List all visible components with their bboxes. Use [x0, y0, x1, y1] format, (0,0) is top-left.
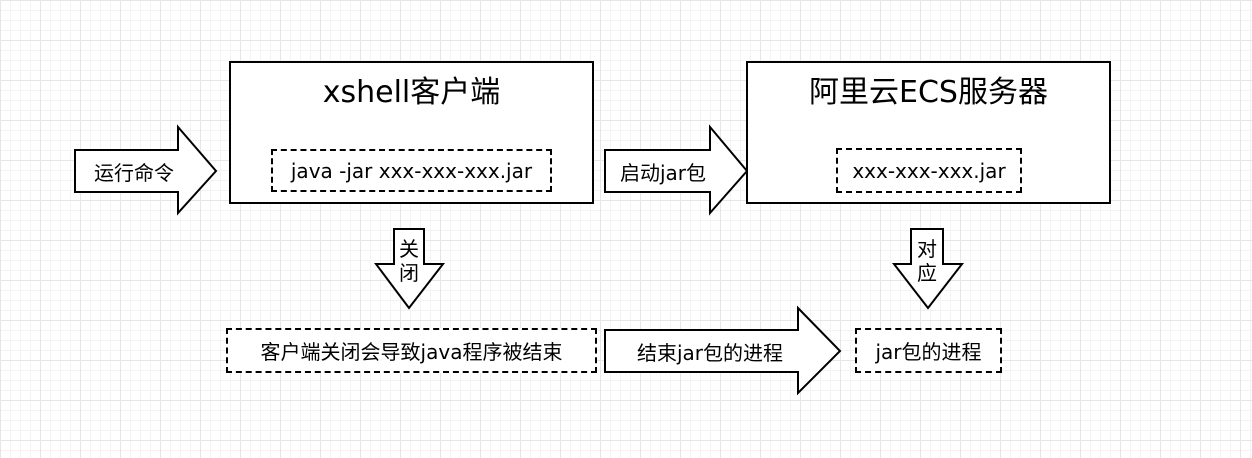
start-jar-label: 启动jar包 — [619, 160, 707, 185]
run-command-label: 运行命令 — [94, 160, 174, 185]
end-process-label: 结束jar包的进程 — [636, 340, 784, 365]
jar-file-box: xxx-xxx-xxx.jar — [836, 148, 1022, 193]
xshell-client-title: xshell客户端 — [322, 75, 501, 110]
correspond-label-char-1: 对 — [917, 237, 937, 261]
run-command-arrow — [74, 124, 218, 216]
jar-process-box: jar包的进程 — [855, 328, 1002, 373]
close-label-char-1: 关 — [399, 237, 419, 261]
ecs-server-title: 阿里云ECS服务器 — [809, 75, 1048, 110]
close-label-char-2: 闭 — [399, 261, 419, 285]
close-label: 关 闭 — [394, 231, 424, 291]
correspond-label: 对 应 — [911, 231, 943, 291]
client-close-effect-box: 客户端关闭会导致java程序被结束 — [226, 328, 597, 373]
correspond-label-char-2: 应 — [917, 261, 937, 285]
close-arrow — [374, 228, 446, 310]
correspond-arrow — [891, 228, 965, 310]
java-command-box: java -jar xxx-xxx-xxx.jar — [271, 149, 552, 192]
end-process-arrow — [604, 305, 842, 396]
start-jar-arrow — [604, 124, 749, 216]
